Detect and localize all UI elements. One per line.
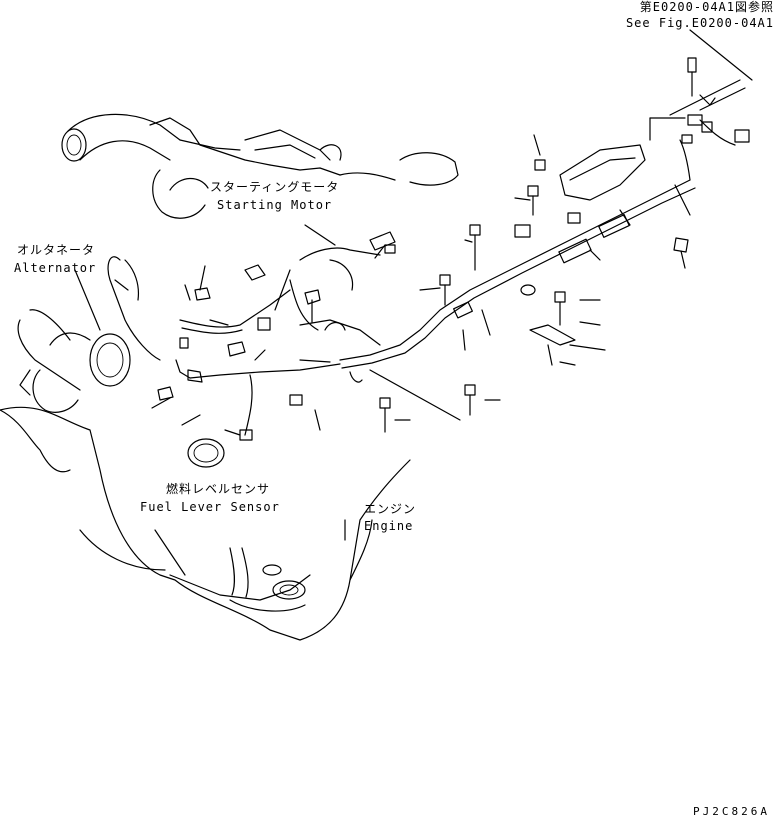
reference-label-jp: 第E0200-04A1図参照 — [639, 0, 774, 14]
starting-motor — [289, 247, 381, 331]
intake-pipe — [61, 113, 459, 219]
fuel-sensor-label-jp: 燃料レベルセンサ — [166, 482, 271, 496]
alternator-label-en: Alternator — [14, 261, 97, 275]
fuel-level-sensor — [187, 438, 282, 598]
alternator — [17, 256, 161, 413]
starting-motor-label-en: Starting Motor — [217, 198, 333, 212]
clamps — [179, 212, 581, 441]
alternator-label-jp: オルタネータ — [17, 243, 96, 257]
drawing-code: PJ2C826A — [693, 805, 770, 818]
mounting-bracket — [559, 144, 646, 201]
reference-label-en: See Fig.E0200-04A1 — [625, 16, 774, 30]
engine-block — [0, 406, 411, 641]
engine-label-jp: エンジン — [364, 502, 417, 516]
engine-label-en: Engine — [364, 519, 414, 533]
connector-group-top — [681, 94, 750, 144]
leader-lines — [74, 29, 753, 576]
starting-motor-label-jp: スターティングモータ — [210, 180, 340, 194]
bolts — [157, 57, 697, 433]
wire-harness — [175, 79, 746, 436]
fuel-sensor-label-en: Fuel Lever Sensor — [140, 500, 280, 514]
